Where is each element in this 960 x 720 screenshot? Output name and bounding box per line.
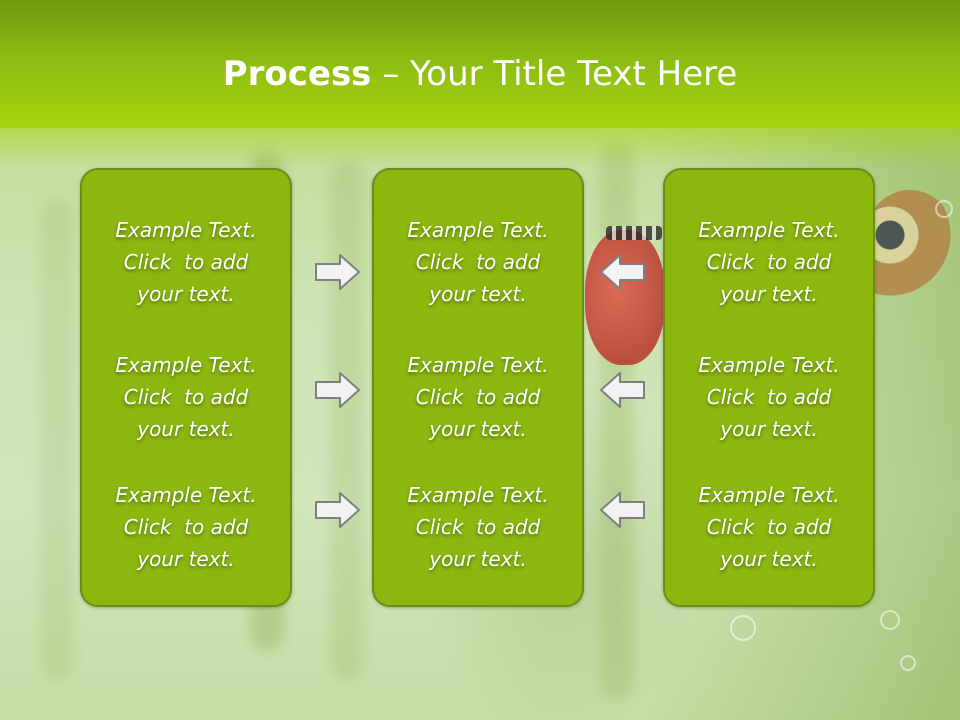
box-text[interactable]: Example Text. Click to add your text.	[115, 353, 257, 441]
box-text[interactable]: Example Text. Click to add your text.	[407, 218, 549, 306]
box-text[interactable]: Example Text. Click to add your text.	[698, 483, 840, 571]
process-box-left[interactable]: Example Text. Click to add your text. Ex…	[80, 168, 292, 607]
box-text[interactable]: Example Text. Click to add your text.	[698, 353, 840, 441]
process-box-right[interactable]: Example Text. Click to add your text. Ex…	[663, 168, 875, 607]
process-box-center[interactable]: Example Text. Click to add your text. Ex…	[372, 168, 584, 607]
arrow-right-icon	[315, 372, 360, 408]
arrow-left-icon	[600, 372, 645, 408]
box-text[interactable]: Example Text. Click to add your text.	[407, 483, 549, 571]
arrow-left-icon	[600, 492, 645, 528]
box-text[interactable]: Example Text. Click to add your text.	[698, 218, 840, 306]
title-bold: Process	[222, 54, 372, 94]
slide-title[interactable]: Process – Your Title Text Here	[0, 50, 960, 98]
arrow-right-icon	[315, 492, 360, 528]
box-text[interactable]: Example Text. Click to add your text.	[115, 483, 257, 571]
title-bar	[0, 0, 960, 128]
arrow-left-icon	[600, 254, 645, 290]
box-text[interactable]: Example Text. Click to add your text.	[115, 218, 257, 306]
arrow-right-icon	[315, 254, 360, 290]
title-rest: – Your Title Text Here	[371, 54, 738, 94]
box-text[interactable]: Example Text. Click to add your text.	[407, 353, 549, 441]
